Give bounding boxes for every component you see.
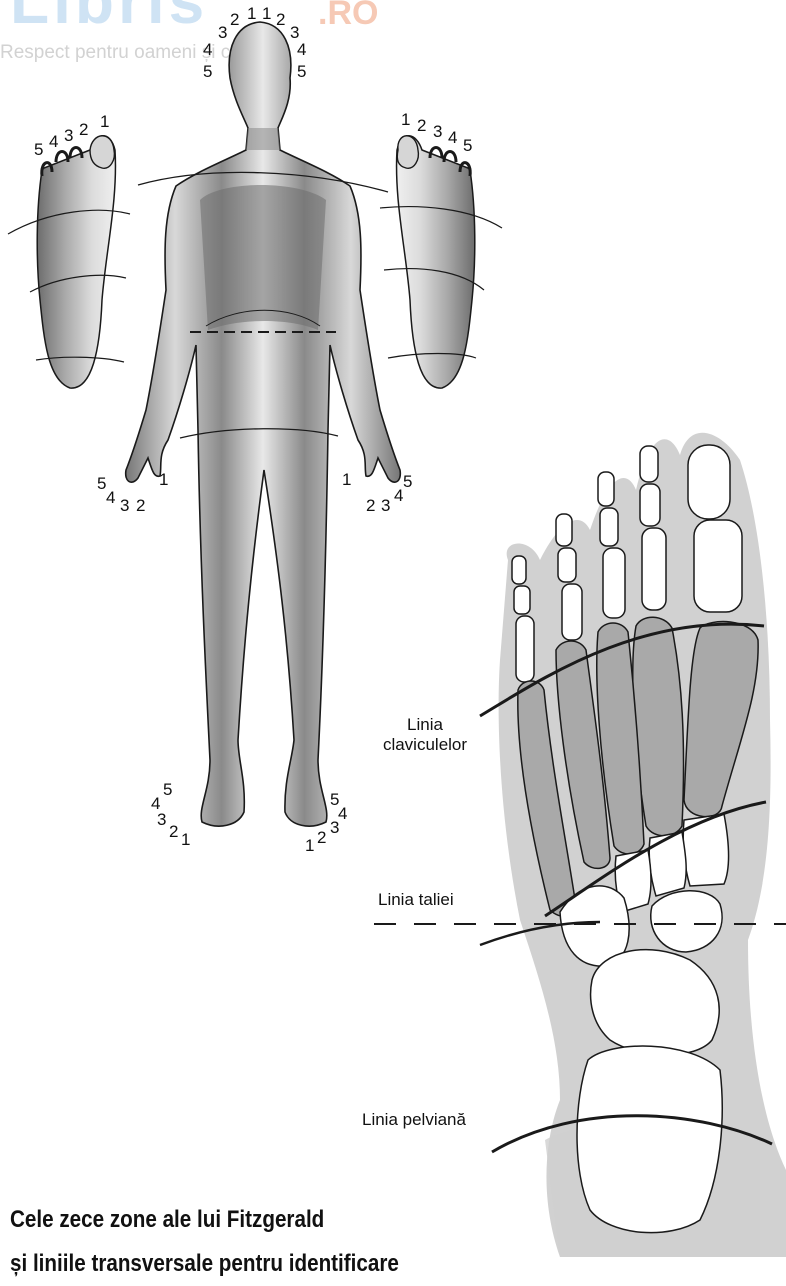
right-sole-outline xyxy=(397,136,475,388)
toe5-proximal xyxy=(516,616,534,682)
right-sole xyxy=(380,136,502,388)
right-sole-zone-1: 1 xyxy=(401,110,410,130)
head-zone-3-left: 3 xyxy=(218,23,227,43)
head-zone-1-right: 1 xyxy=(262,4,271,24)
head-zone-2-left: 2 xyxy=(230,10,239,30)
pelvic-line-label: Linia pelviană xyxy=(362,1110,466,1130)
right-hand-zone-5: 5 xyxy=(403,472,412,492)
toe3-proximal xyxy=(603,548,625,618)
right-hand-zone-1: 1 xyxy=(342,470,351,490)
left-sole-zone-5: 5 xyxy=(34,140,43,160)
toe5-distal xyxy=(512,556,526,584)
left-sole xyxy=(8,136,130,388)
waist-line-label: Linia taliei xyxy=(378,890,454,910)
toe2-proximal xyxy=(642,528,666,610)
right-sole-zone-2: 2 xyxy=(417,116,426,136)
left-sole-outline xyxy=(37,136,115,388)
toe1-distal xyxy=(688,445,730,519)
right-foot-zone-2: 2 xyxy=(317,828,326,848)
head-zone-2-right: 2 xyxy=(276,10,285,30)
caption-line-1: Cele zece zone ale lui Fitzgerald xyxy=(10,1198,399,1242)
toe3-middle xyxy=(600,508,618,546)
chest-shading xyxy=(200,185,326,330)
calcaneus xyxy=(577,1046,722,1233)
neck-band xyxy=(246,128,280,150)
left-foot-zone-5: 5 xyxy=(163,780,172,800)
left-foot-zone-2: 2 xyxy=(169,822,178,842)
toe5-middle xyxy=(514,586,530,614)
left-hand-zone-3: 3 xyxy=(120,496,129,516)
caption-line-2: și liniile transversale pentru identific… xyxy=(10,1242,399,1286)
toe1-proximal xyxy=(694,520,742,612)
right-foot-zone-3: 3 xyxy=(330,818,339,838)
left-hand-zone-1: 1 xyxy=(159,470,168,490)
toe4-distal xyxy=(556,514,572,546)
toe4-proximal xyxy=(562,584,582,640)
navicular xyxy=(651,891,722,952)
toe2-distal xyxy=(640,446,658,482)
head-zone-5-right: 5 xyxy=(297,62,306,82)
left-sole-zone-3: 3 xyxy=(64,126,73,146)
figure-caption: Cele zece zone ale lui Fitzgerald și lin… xyxy=(10,1198,399,1286)
body-figure xyxy=(126,22,401,826)
left-big-toe xyxy=(90,136,114,169)
left-hand-zone-4: 4 xyxy=(106,488,115,508)
left-sole-zone-4: 4 xyxy=(49,132,58,152)
toe3-distal xyxy=(598,472,614,506)
head-zone-5-left: 5 xyxy=(203,62,212,82)
toe2-middle xyxy=(640,484,660,526)
right-sole-zone-4: 4 xyxy=(448,128,457,148)
reflexology-diagram xyxy=(0,0,786,1257)
right-foot-zone-1: 1 xyxy=(305,836,314,856)
right-hand-zone-3: 3 xyxy=(381,496,390,516)
left-foot-zone-1: 1 xyxy=(181,830,190,850)
head-zone-4-right: 4 xyxy=(297,40,306,60)
head-zone-1-left: 1 xyxy=(247,4,256,24)
right-sole-zone-5: 5 xyxy=(463,136,472,156)
left-sole-zone-1: 1 xyxy=(100,112,109,132)
clavicle-line-label: Linia claviculelor xyxy=(372,715,478,755)
left-hand-zone-2: 2 xyxy=(136,496,145,516)
toe4-middle xyxy=(558,548,576,582)
right-big-toe xyxy=(397,136,418,169)
head-zone-4-left: 4 xyxy=(203,40,212,60)
left-sole-zone-2: 2 xyxy=(79,120,88,140)
left-foot-zone-3: 3 xyxy=(157,810,166,830)
right-sole-zone-3: 3 xyxy=(433,122,442,142)
clavicle-line-label-name: claviculelor xyxy=(383,735,467,754)
foot-skeleton xyxy=(374,433,786,1257)
clavicle-line-label-word: Linia xyxy=(407,715,443,734)
cuneiform-1 xyxy=(683,814,728,886)
right-hand-zone-2: 2 xyxy=(366,496,375,516)
cuneiform-2 xyxy=(649,832,686,896)
